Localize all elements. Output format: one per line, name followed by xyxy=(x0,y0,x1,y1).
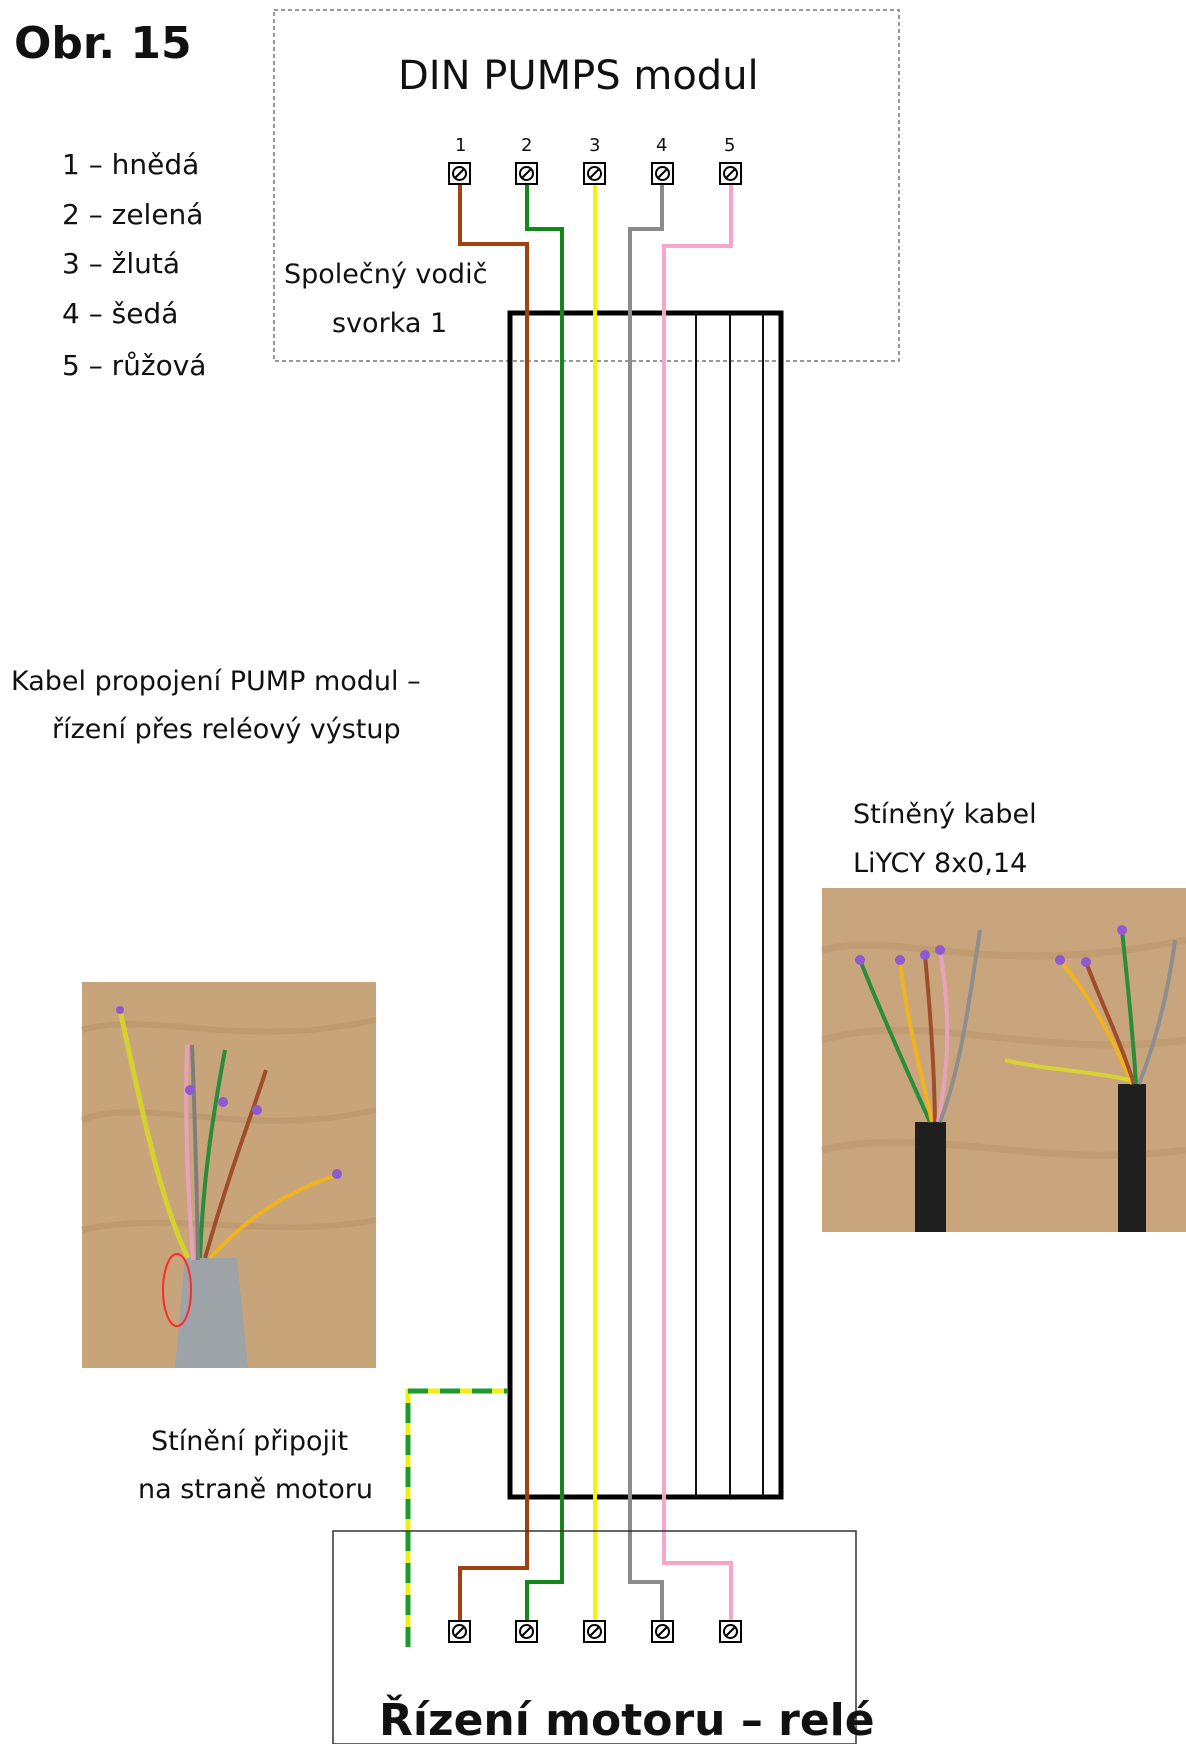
bottom-terminal-1 xyxy=(448,1620,471,1643)
legend-item-4: 4 – šedá xyxy=(62,297,178,330)
top-terminal-number-4: 4 xyxy=(656,135,667,156)
cable-bundle-outline xyxy=(507,310,784,1500)
wire-gray xyxy=(628,175,664,1632)
bottom-terminal-2 xyxy=(515,1620,538,1643)
shield-wire-stripes xyxy=(405,1388,508,1647)
legend-item-1: 1 – hnědá xyxy=(62,148,199,181)
cable-description-line-2: řízení přes reléový výstup xyxy=(52,714,401,745)
common-wire-label: Společný vodič xyxy=(284,259,487,290)
shielded-cable-spec: LiYCY 8x0,14 xyxy=(853,848,1027,879)
cable-description-line-1: Kabel propojení PUMP modul – xyxy=(11,666,421,697)
bottom-terminal-4 xyxy=(651,1620,674,1643)
wire-green xyxy=(525,175,564,1632)
top-terminal-number-1: 1 xyxy=(455,135,466,156)
wire-brown xyxy=(458,175,529,1632)
common-wire-terminal-label: svorka 1 xyxy=(332,308,447,339)
wire-pink xyxy=(662,175,733,1632)
top-terminal-number-3: 3 xyxy=(589,135,600,156)
figure-number: Obr. 15 xyxy=(14,18,192,69)
legend-item-3: 3 – žlutá xyxy=(62,247,180,280)
top-terminal-5 xyxy=(719,162,742,185)
right-cable-photo xyxy=(820,888,1186,1232)
bottom-module-box xyxy=(332,1530,857,1744)
bottom-module-title: Řízení motoru – relé xyxy=(379,1693,875,1744)
shield-connection-note-line-1: Stínění připojit xyxy=(151,1426,348,1457)
top-terminal-4 xyxy=(651,162,674,185)
bottom-terminal-5 xyxy=(719,1620,742,1643)
bottom-terminal-3 xyxy=(583,1620,606,1643)
top-terminal-number-2: 2 xyxy=(521,135,532,156)
top-module-title: DIN PUMPS modul xyxy=(398,53,759,99)
shielded-cable-label: Stíněný kabel xyxy=(853,799,1037,830)
top-terminal-2 xyxy=(515,162,538,185)
shield-connection-note-line-2: na straně motoru xyxy=(138,1474,373,1505)
top-module-box xyxy=(273,9,900,362)
legend-item-5: 5 – růžová xyxy=(62,349,206,382)
top-terminal-3 xyxy=(583,162,606,185)
legend-item-2: 2 – zelená xyxy=(62,198,203,231)
left-cable-photo xyxy=(80,982,377,1368)
top-terminal-number-5: 5 xyxy=(724,135,735,156)
top-terminal-1 xyxy=(448,162,471,185)
